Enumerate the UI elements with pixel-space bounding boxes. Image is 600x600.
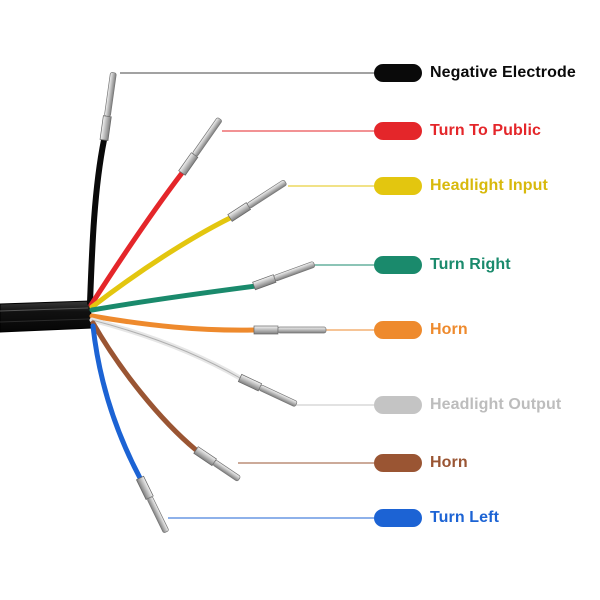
terminal-pin xyxy=(135,475,169,533)
terminal-pin xyxy=(227,179,287,222)
terminal-pin xyxy=(178,117,222,176)
terminal-pin xyxy=(253,325,327,335)
wire-headlight-input xyxy=(89,215,233,310)
wire-turn-to-public xyxy=(88,170,185,308)
leader-lines xyxy=(120,72,376,519)
terminal-pin xyxy=(237,373,298,407)
wires xyxy=(87,137,259,481)
main-cable xyxy=(0,300,93,333)
terminal-pin xyxy=(193,446,241,482)
wire-horn-brown xyxy=(90,320,199,453)
terminal-pin xyxy=(252,261,315,291)
terminal-pin xyxy=(99,72,117,141)
wire-horn-orange xyxy=(89,313,257,333)
wire-headlight-output-edge xyxy=(91,319,241,379)
wire-turn-left xyxy=(90,323,143,481)
wire-turn-right xyxy=(89,283,259,313)
terminals xyxy=(99,72,327,533)
wire-negative xyxy=(87,137,107,306)
